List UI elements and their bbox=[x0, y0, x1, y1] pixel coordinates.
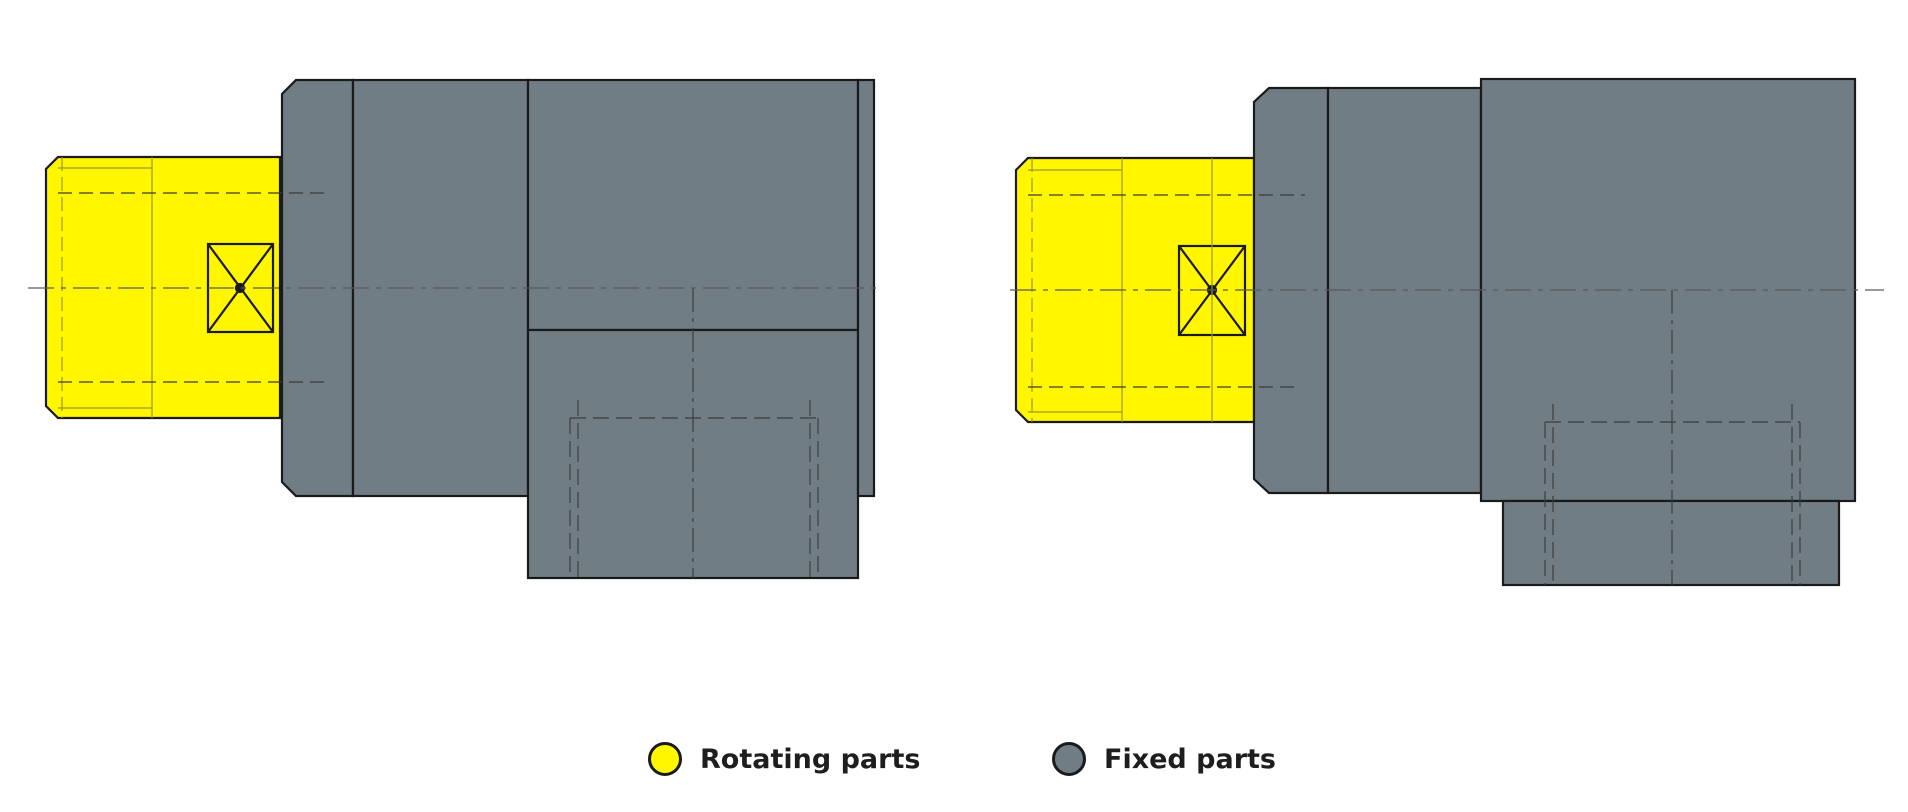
fixed-swatch-icon bbox=[1052, 742, 1086, 776]
legend-fixed: Fixed parts bbox=[1052, 742, 1276, 776]
right-assembly bbox=[1014, 77, 1857, 587]
right-body-lower bbox=[1501, 499, 1841, 587]
legend-rotating-label: Rotating parts bbox=[700, 743, 921, 775]
legend-fixed-label: Fixed parts bbox=[1104, 743, 1276, 775]
legend-rotating: Rotating parts bbox=[648, 742, 920, 776]
left-assembly bbox=[44, 78, 876, 580]
rotating-swatch-icon bbox=[648, 742, 682, 776]
